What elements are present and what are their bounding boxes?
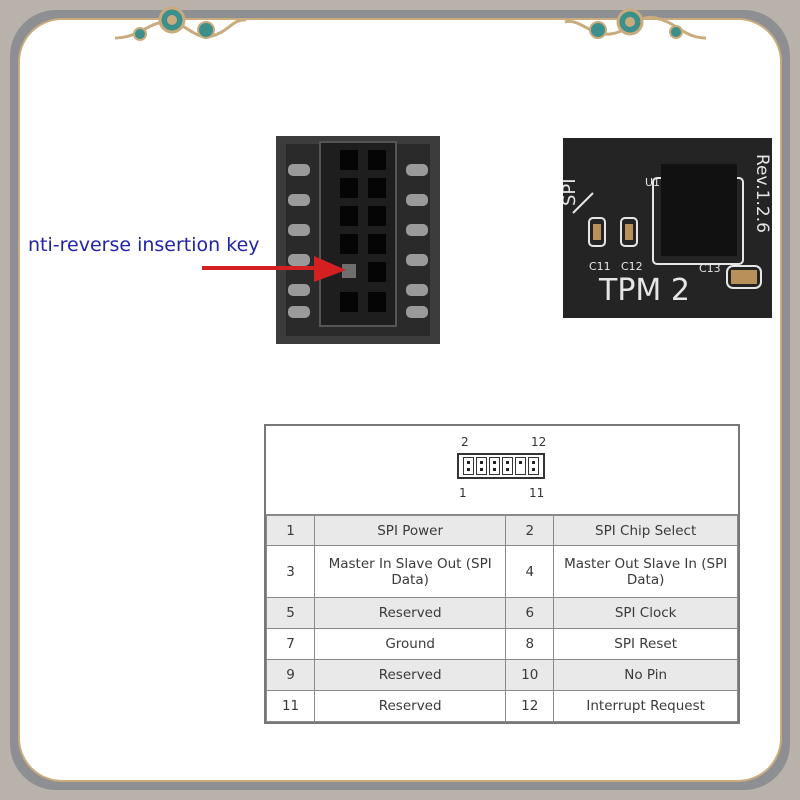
pin-description: Interrupt Request — [553, 690, 738, 722]
pin-number: 8 — [505, 628, 555, 660]
table-row: 11 Reserved 12 Interrupt Request — [265, 690, 738, 722]
pin-number: 5 — [265, 597, 316, 629]
pin-header-graphic — [457, 453, 545, 479]
pin-description: No Pin — [553, 659, 738, 691]
pin-description: Reserved — [314, 690, 507, 722]
silk-rev: Rev.1.2.6 — [752, 154, 772, 233]
pin-number: 7 — [265, 628, 316, 660]
pin-pair — [463, 457, 474, 475]
silk-c12: C12 — [621, 260, 643, 273]
pin-label-2: 2 — [461, 435, 469, 449]
pin-pair — [476, 457, 487, 475]
pin-number: 6 — [505, 597, 555, 629]
pin-label-12: 12 — [531, 435, 547, 449]
pin-description: Reserved — [314, 659, 507, 691]
pin-label-11: 11 — [529, 486, 545, 500]
pin-diagram: 2 12 1 11 — [266, 426, 738, 515]
anti-reverse-label: nti-reverse insertion key — [28, 234, 260, 256]
table-row: 9 Reserved 10 No Pin — [265, 659, 738, 691]
pin-number: 1 — [265, 515, 316, 546]
pin-description: Master Out Slave In (SPI Data) — [553, 545, 738, 598]
silk-tpm2: TPM 2 — [598, 273, 690, 308]
table-row: 7 Ground 8 SPI Reset — [265, 628, 738, 660]
tpm-module-photo: SPI Rev.1.2.6 U1 C11 C12 C13 TPM 2 — [563, 138, 772, 318]
pin-number: 12 — [505, 690, 555, 722]
silk-c13: C13 — [699, 262, 721, 275]
silk-spi: SPI — [563, 178, 580, 206]
pin-pair-no-pin — [515, 457, 526, 475]
silk-u1: U1 — [645, 176, 660, 189]
connector-photo — [276, 136, 440, 344]
left-ornament — [114, 6, 247, 41]
pinout-table: 1 SPI Power 2 SPI Chip Select 3 Master I… — [265, 515, 738, 722]
pin-label-1: 1 — [459, 486, 467, 500]
pin-pair — [502, 457, 513, 475]
pin-description: Ground — [314, 628, 507, 660]
pin-number: 11 — [265, 690, 316, 722]
pin-pair — [489, 457, 500, 475]
silk-c11: C11 — [589, 260, 611, 273]
right-ornament — [564, 8, 707, 40]
pin-description: SPI Power — [314, 515, 507, 546]
pin-pair — [528, 457, 539, 475]
table-row: 1 SPI Power 2 SPI Chip Select — [265, 515, 738, 546]
red-arrow — [202, 256, 346, 282]
pin-number: 2 — [505, 515, 555, 546]
pin-number: 3 — [265, 545, 316, 598]
table-row: 5 Reserved 6 SPI Clock — [265, 597, 738, 629]
pinout-card: 2 12 1 11 1 SPI Power 2 SPI Chip Select … — [264, 424, 740, 724]
table-row: 3 Master In Slave Out (SPI Data) 4 Maste… — [265, 545, 738, 598]
pin-number: 9 — [265, 659, 316, 691]
pin-number: 4 — [505, 545, 555, 598]
pin-number: 10 — [505, 659, 555, 691]
pin-description: SPI Reset — [553, 628, 738, 660]
pin-description: SPI Clock — [553, 597, 738, 629]
pin-description: SPI Chip Select — [553, 515, 738, 546]
pin-description: Reserved — [314, 597, 507, 629]
pin-description: Master In Slave Out (SPI Data) — [314, 545, 507, 598]
